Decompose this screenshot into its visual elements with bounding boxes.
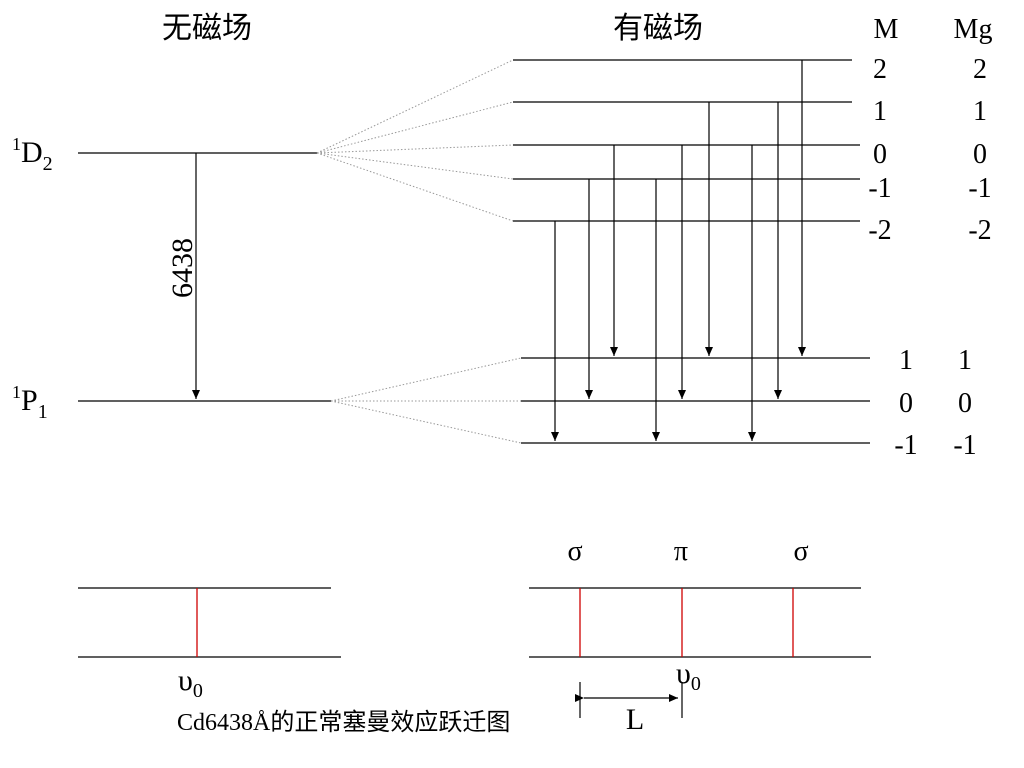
nu0-label-no-field: υ0 bbox=[178, 664, 203, 702]
lower-mg-label: 0 bbox=[958, 388, 972, 419]
upper-term-label: 1D2 bbox=[12, 134, 53, 175]
upper-mg-label: -2 bbox=[968, 215, 991, 246]
lower-m-label: 1 bbox=[899, 345, 913, 376]
upper-mg-label: 2 bbox=[973, 54, 987, 85]
lower-mg-label: -1 bbox=[953, 430, 976, 461]
fan-line-lower bbox=[330, 357, 522, 402]
pi-label: π bbox=[674, 536, 688, 567]
transition-arrow-group bbox=[551, 60, 806, 441]
caption: Cd6438Å的正常塞曼效应跃迁图 bbox=[177, 709, 510, 736]
fan-line-upper bbox=[316, 152, 514, 180]
lower-term-label: 1P1 bbox=[12, 382, 48, 423]
lower-sublevel-group: 1 1 0 0 -1 -1 bbox=[521, 345, 977, 461]
lower-mg-label: 1 bbox=[958, 345, 972, 376]
lower-m-label: -1 bbox=[894, 430, 917, 461]
upper-mg-label: 1 bbox=[973, 96, 987, 127]
sigma-label-right: σ bbox=[793, 536, 808, 567]
fan-line-lower bbox=[330, 400, 522, 444]
fan-line-upper bbox=[316, 101, 514, 154]
upper-m-label: -1 bbox=[868, 173, 891, 204]
upper-m-label: 2 bbox=[873, 54, 887, 85]
fan-line-upper bbox=[316, 144, 514, 154]
sigma-label-left: σ bbox=[567, 536, 582, 567]
column-header-mg: Mg bbox=[954, 14, 993, 45]
nu0-label-field: υ0 bbox=[676, 657, 701, 695]
upper-m-label: -2 bbox=[868, 215, 891, 246]
upper-mg-label: -1 bbox=[968, 173, 991, 204]
fan-line-upper bbox=[316, 152, 514, 222]
lower-m-label: 0 bbox=[899, 388, 913, 419]
heading-with-field: 有磁场 bbox=[613, 11, 703, 46]
upper-m-label: 0 bbox=[873, 139, 887, 170]
upper-mg-label: 0 bbox=[973, 139, 987, 170]
wavelength-label: 6438 bbox=[166, 238, 199, 298]
fan-line-upper bbox=[316, 59, 514, 154]
heading-no-field: 无磁场 bbox=[162, 11, 252, 46]
column-header-m: M bbox=[874, 14, 899, 45]
spacing-label: L bbox=[626, 703, 644, 736]
upper-m-label: 1 bbox=[873, 96, 887, 127]
splitting-fan-lines bbox=[316, 59, 522, 444]
